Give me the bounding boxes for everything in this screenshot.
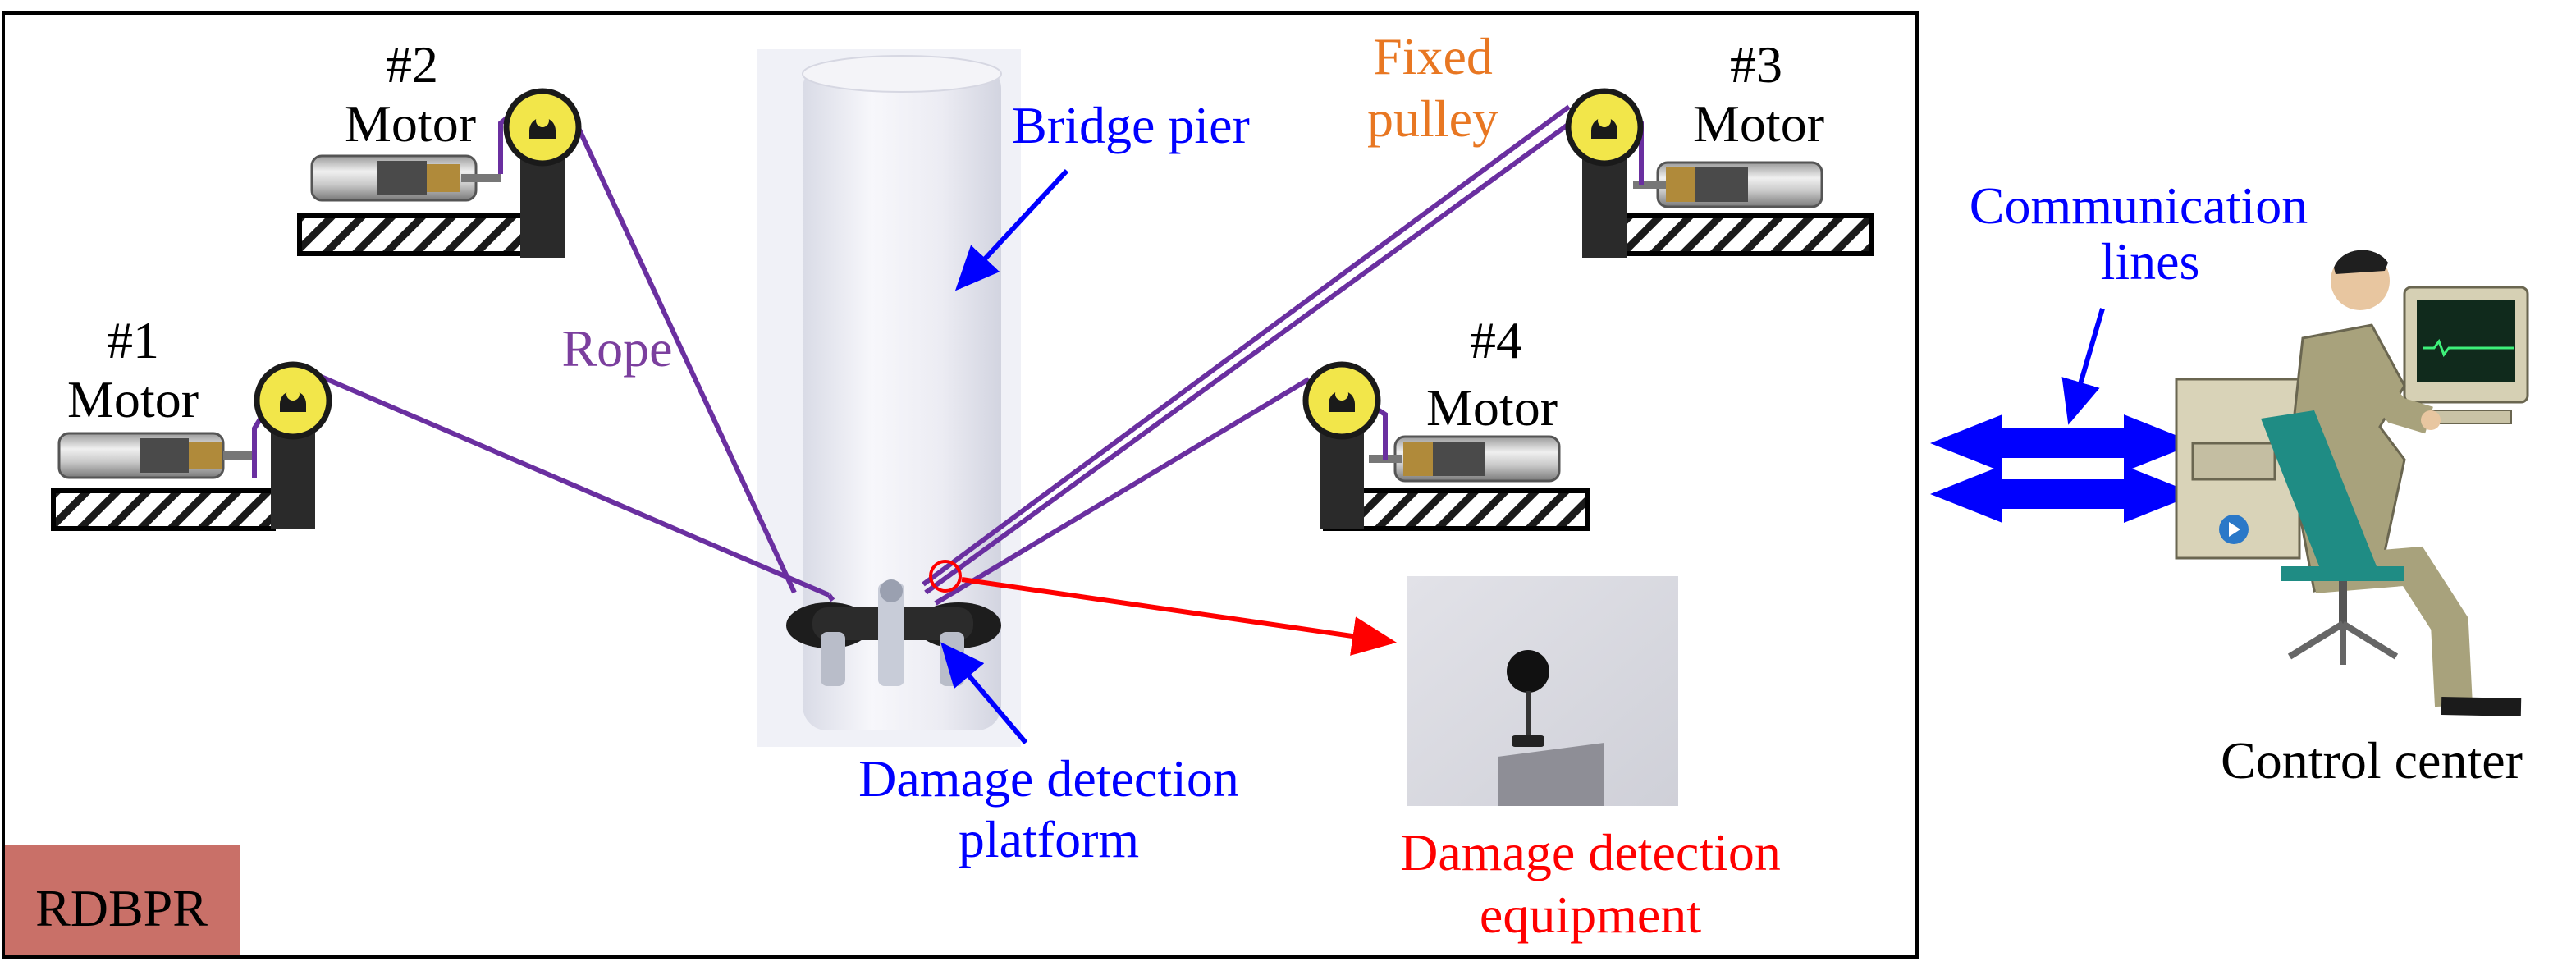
platform-label-line2: platform bbox=[959, 810, 1139, 868]
motor-icon-4 bbox=[1369, 435, 1561, 483]
motor-3-label: Motor bbox=[1693, 94, 1824, 153]
control-center-label: Control center bbox=[2221, 731, 2523, 790]
equipment-arrow bbox=[961, 577, 1397, 656]
labels: #2 Motor #1 Motor #3 Motor #4 Motor Fixe… bbox=[35, 27, 2523, 944]
motor-3-number: #3 bbox=[1730, 35, 1782, 94]
fixed-pulley-label-line2: pulley bbox=[1367, 89, 1498, 148]
bridge-pier-label: Bridge pier bbox=[1012, 96, 1250, 154]
motor-icon-2 bbox=[310, 154, 501, 202]
system-tag-label: RDBPR bbox=[35, 879, 208, 937]
communication-label-line1: Communication bbox=[1970, 176, 2308, 235]
ground-base-2 bbox=[297, 213, 548, 256]
motor-2-number: #2 bbox=[386, 35, 438, 94]
ground-base-4 bbox=[1323, 488, 1590, 531]
motor-2-label: Motor bbox=[345, 94, 476, 153]
motor-icon-1 bbox=[57, 432, 256, 479]
motor-1-label: Motor bbox=[67, 370, 199, 428]
rope-label: Rope bbox=[561, 319, 672, 378]
platform-label-line1: Damage detection bbox=[858, 749, 1239, 808]
pulley-icon-2 bbox=[503, 88, 582, 167]
equipment-highlight-circle bbox=[929, 560, 962, 593]
person-at-computer-icon bbox=[2175, 250, 2529, 716]
motor-icon-3 bbox=[1633, 161, 1823, 208]
damage-detection-equipment-photo bbox=[1407, 576, 1678, 806]
bridge-pier-arrow bbox=[954, 168, 1069, 291]
communication-label-line2: lines bbox=[2101, 232, 2200, 291]
double-arrow-icon bbox=[1930, 414, 2196, 523]
ground-base-1 bbox=[51, 488, 276, 531]
scene-frame bbox=[2, 11, 1919, 959]
fixed-pulley-label-line1: Fixed bbox=[1373, 27, 1493, 85]
ground-base-3 bbox=[1622, 213, 1874, 256]
motor-4-label: Motor bbox=[1426, 378, 1558, 437]
motor-4-number: #4 bbox=[1470, 311, 1522, 369]
pulley-icon-3 bbox=[1565, 88, 1644, 167]
equipment-label-line1: Damage detection bbox=[1400, 823, 1781, 881]
damage-detection-platform bbox=[786, 579, 1001, 686]
platform-arrow bbox=[940, 642, 1028, 744]
equipment-label-line2: equipment bbox=[1480, 886, 1701, 944]
pulley-icon-1 bbox=[254, 361, 332, 440]
system-tag-bg bbox=[5, 845, 240, 955]
pulley-icon-4 bbox=[1302, 361, 1381, 440]
communication-lines-arrow bbox=[2061, 308, 2105, 425]
motor-1-number: #1 bbox=[107, 311, 159, 369]
